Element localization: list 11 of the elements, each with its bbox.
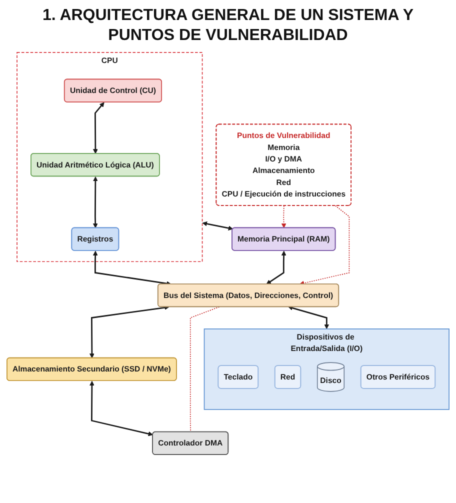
arrow (266, 250, 286, 284)
dashed-arrow (299, 205, 350, 286)
arrow (92, 176, 98, 228)
arrow (288, 306, 330, 330)
diagram-title: 1. ARQUITECTURA GENERAL DE UN SISTEMA Y PUNTOS DE VULNERABILIDAD (42, 6, 414, 46)
arrow (202, 221, 234, 230)
arrow (90, 305, 170, 358)
arrow (90, 380, 154, 436)
arrow (93, 102, 104, 154)
dashed-arrow (281, 205, 286, 228)
arrow (92, 250, 172, 286)
